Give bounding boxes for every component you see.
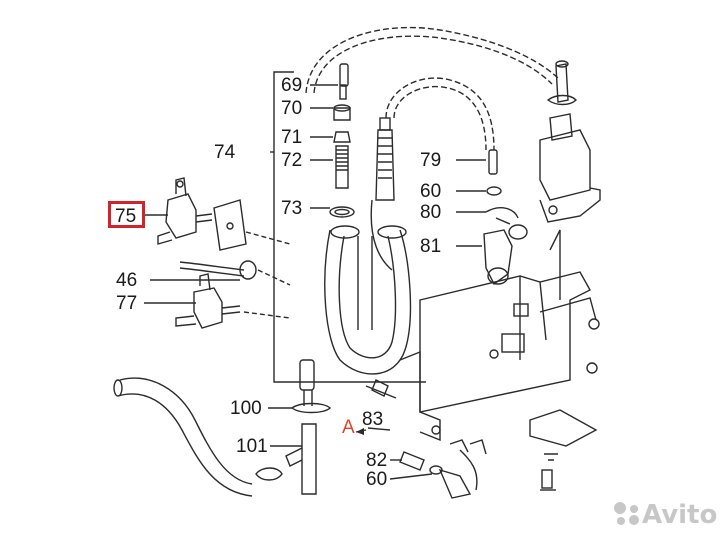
dashed-tube-2 [385,77,495,151]
part-79-pin [488,149,498,175]
part-80-clip [485,207,519,225]
highlight-box-75: 75 [108,201,145,228]
part-82-valve [399,451,425,471]
part-60-oring-top [486,186,502,196]
part-73-oring [329,206,355,218]
label-69: 69 [281,75,303,96]
part-71-ferrule [333,131,351,143]
label-101: 101 [236,436,268,457]
label-83: 83 [362,409,384,430]
part-101-tee [301,423,317,495]
avito-watermark: Avito [612,500,717,530]
label-46: 46 [116,270,138,291]
label-72: 72 [281,150,303,171]
part-72-fitting [335,145,349,189]
label-71: 71 [281,127,303,148]
label-60-bottom: 60 [366,469,388,490]
mounting-plate [419,271,591,413]
label-60-top: 60 [420,181,442,202]
label-75: 75 [115,206,137,227]
avito-dots-logo-icon [614,501,639,525]
part-75-thermostat [165,193,197,239]
label-70: 70 [281,98,303,119]
watermark-text: Avito [642,500,718,530]
part-69-pin [339,84,347,100]
part-70-nut [333,107,351,121]
label-100: 100 [230,398,262,419]
label-74: 74 [214,142,236,163]
dashed-tube [305,26,561,94]
part-46-knob [239,260,257,280]
label-81: 81 [420,236,442,257]
drain-hose [119,377,253,485]
solenoid-valve [539,129,591,201]
label-a: A [342,417,355,438]
label-73: 73 [281,198,303,219]
bracket-69-73 [273,71,426,383]
label-80: 80 [420,202,442,223]
label-77: 77 [116,293,138,314]
label-82: 82 [366,450,388,471]
heating-element [324,229,412,375]
bottom-bracket [529,409,598,447]
label-79: 79 [420,150,442,171]
part-77-thermostat [193,287,223,329]
arrow-a [355,428,367,435]
part-100-clamp [290,402,331,414]
